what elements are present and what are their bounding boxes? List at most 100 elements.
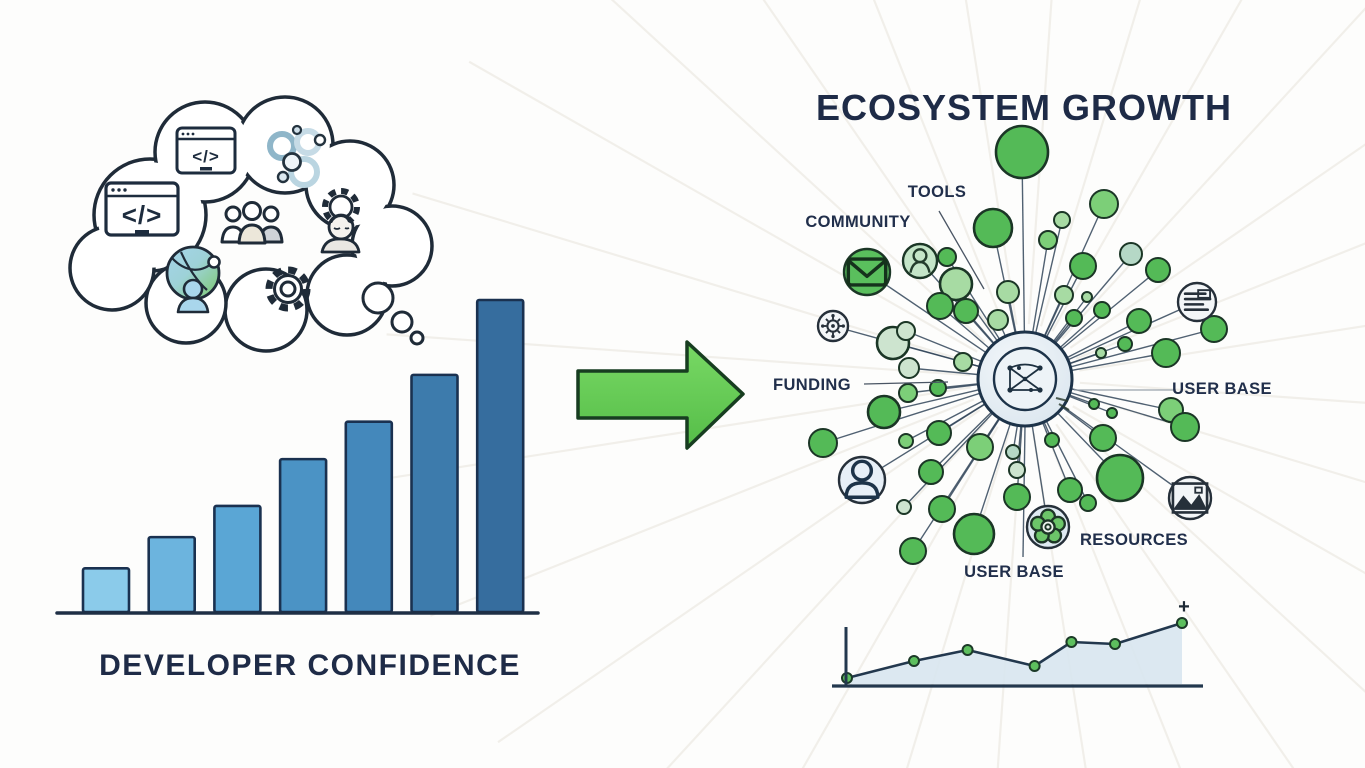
- engineer-gear-icon: [320, 188, 361, 254]
- bar: [81, 567, 131, 614]
- thought-bubbles: [361, 281, 425, 346]
- network-node: [987, 309, 1009, 331]
- bubble-large: [361, 281, 395, 315]
- network-node: [1200, 315, 1228, 343]
- network-node: [953, 298, 979, 324]
- trend-point: [908, 655, 920, 667]
- cloud-bump-fill: [310, 258, 384, 332]
- trend-point: [1176, 617, 1188, 629]
- network-node: [937, 247, 957, 267]
- network-node: [1054, 285, 1074, 305]
- ray: [497, 409, 981, 744]
- ray: [1069, 143, 1365, 349]
- network-node: [1081, 291, 1093, 303]
- ray: [1075, 242, 1365, 360]
- ray: [1061, 7, 1365, 340]
- network-node: [899, 537, 927, 565]
- ray: [996, 433, 1023, 768]
- network-node: [808, 428, 838, 458]
- network-node: [1008, 461, 1026, 479]
- network-node: [926, 420, 952, 446]
- developer-confidence-chart: DEVELOPER CONFIDENCE: [55, 298, 540, 682]
- label-leader-line: [938, 210, 985, 290]
- network-node: [1095, 453, 1145, 503]
- network-node: [1089, 424, 1117, 452]
- global-developer-icon: [165, 245, 221, 314]
- envelope-icon-node: [842, 247, 892, 297]
- ecosystem-title: ECOSYSTEM GROWTH: [816, 87, 1232, 128]
- bar: [344, 420, 394, 614]
- network-node: [996, 280, 1020, 304]
- code-glyph: </>: [192, 147, 220, 166]
- trend-point: [1065, 636, 1078, 648]
- bar: [475, 298, 525, 614]
- list-icon-circle: [1176, 281, 1218, 323]
- network-node: [1069, 252, 1097, 280]
- network-label: TOOLS: [908, 183, 967, 201]
- list-icon-node: [1176, 281, 1218, 323]
- network-node: [926, 292, 954, 320]
- network-node: [1151, 338, 1181, 368]
- network-label: COMMUNITY: [805, 213, 910, 231]
- network-node: [898, 433, 914, 449]
- network-node: [1005, 444, 1021, 460]
- network-node: [1170, 412, 1200, 442]
- growth-trend-chart: +: [832, 596, 1203, 688]
- network-label: FUNDING: [773, 376, 851, 394]
- ray: [1044, 429, 1182, 768]
- molecule-icon: [267, 124, 327, 188]
- envelope-icon-circle: [842, 247, 892, 297]
- bar: [213, 504, 262, 614]
- network-node: [896, 321, 916, 341]
- label-leader-line: [863, 381, 949, 385]
- ray: [610, 0, 986, 343]
- network-node: [898, 383, 918, 403]
- person-bust-icon-node: [901, 242, 939, 280]
- ray: [872, 0, 1006, 329]
- network-node: [1079, 494, 1097, 512]
- ray: [1027, 0, 1053, 325]
- network-node: [994, 124, 1050, 180]
- network-node: [1053, 211, 1071, 229]
- network-node: [1088, 398, 1100, 410]
- sketch-doodle: [1055, 397, 1070, 411]
- network-node: [896, 499, 912, 515]
- bar: [147, 535, 196, 614]
- network-label: USER BASE: [1172, 380, 1272, 398]
- network-node: [898, 357, 920, 379]
- network-node: [1145, 257, 1171, 283]
- trend-point: [961, 644, 974, 656]
- code-window-icon: </>: [104, 181, 180, 237]
- network-node: [952, 512, 996, 556]
- code-tablet-icon: </>: [175, 126, 237, 175]
- team-icon: [220, 201, 284, 245]
- ray: [1051, 0, 1243, 332]
- cloud-bump-fill: [355, 209, 429, 283]
- ray: [468, 60, 978, 353]
- ray: [1079, 381, 1365, 404]
- network-node: [1126, 308, 1152, 334]
- network-node: [929, 379, 947, 397]
- trend-point: [1028, 660, 1041, 672]
- user-icon-node: [837, 455, 887, 505]
- trend-point: [1109, 638, 1121, 650]
- network-node: [1093, 301, 1111, 319]
- network-node: [866, 394, 902, 430]
- network-hub: [976, 330, 1074, 428]
- image-icon-node: [1167, 475, 1213, 521]
- network-node: [1106, 407, 1118, 419]
- network-node: [1057, 477, 1083, 503]
- network-nodes: [808, 124, 1228, 565]
- network-node: [1117, 336, 1133, 352]
- network-node: [1044, 432, 1060, 448]
- bar: [278, 457, 328, 614]
- ray: [666, 418, 989, 768]
- bubble-medium: [390, 310, 414, 334]
- network-node: [918, 459, 944, 485]
- code-glyph: </>: [122, 200, 163, 230]
- network-node: [966, 433, 994, 461]
- network-node: [928, 495, 956, 523]
- flower-gear-icon-node: [1025, 504, 1071, 550]
- network-node: [1065, 309, 1083, 327]
